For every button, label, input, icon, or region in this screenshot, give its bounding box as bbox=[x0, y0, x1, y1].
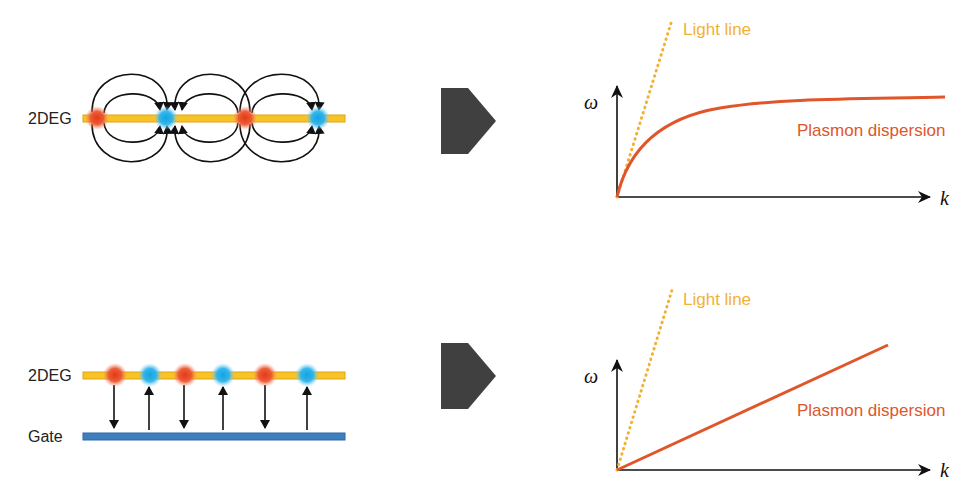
field-arrow bbox=[183, 385, 185, 428]
field-line bbox=[240, 124, 319, 162]
field-arrow bbox=[306, 387, 308, 430]
positive-charge bbox=[253, 363, 277, 387]
positive-charge bbox=[173, 363, 197, 387]
field-line bbox=[175, 124, 250, 162]
axis bbox=[617, 196, 930, 198]
field-line bbox=[252, 94, 312, 113]
positive-charge bbox=[85, 106, 109, 130]
axis bbox=[617, 469, 930, 471]
light-line bbox=[617, 290, 672, 470]
layer-label: 2DEG bbox=[28, 110, 72, 128]
block-arrow bbox=[441, 343, 496, 409]
field-line bbox=[175, 74, 250, 112]
field-line bbox=[104, 94, 160, 113]
axis bbox=[616, 86, 618, 197]
field-arrow bbox=[148, 387, 150, 430]
axis bbox=[616, 360, 618, 470]
curve-label: Light line bbox=[683, 290, 751, 310]
axis-label: ω bbox=[584, 365, 598, 388]
field-arrow bbox=[113, 385, 115, 428]
negative-charge bbox=[306, 106, 330, 130]
field-arrows bbox=[114, 385, 307, 430]
gate-electrode bbox=[83, 433, 345, 440]
layer-label: 2DEG bbox=[28, 367, 72, 385]
block-arrow bbox=[441, 88, 496, 154]
axis-label: k bbox=[940, 187, 949, 210]
axis-label: k bbox=[940, 459, 949, 482]
axis-label: ω bbox=[584, 91, 598, 114]
field-line bbox=[182, 94, 238, 113]
negative-charge bbox=[154, 106, 178, 130]
field-line bbox=[104, 123, 160, 142]
curve-label: Light line bbox=[683, 20, 751, 40]
field-line bbox=[252, 123, 312, 142]
curve-label: Plasmon dispersion bbox=[797, 121, 945, 141]
field-arrow bbox=[222, 387, 224, 430]
2deg-sheet bbox=[83, 115, 345, 122]
field-line bbox=[240, 74, 319, 112]
field-line bbox=[92, 124, 167, 162]
positive-charge bbox=[233, 106, 257, 130]
negative-charge bbox=[138, 363, 162, 387]
negative-charge bbox=[211, 363, 235, 387]
field-line bbox=[92, 74, 167, 112]
plasmon-curve bbox=[617, 97, 945, 197]
layer-label: Gate bbox=[28, 428, 63, 446]
negative-charge bbox=[295, 363, 319, 387]
field-line bbox=[182, 123, 238, 142]
field-arrow bbox=[264, 385, 266, 428]
positive-charge bbox=[103, 363, 127, 387]
curve-label: Plasmon dispersion bbox=[797, 401, 945, 421]
